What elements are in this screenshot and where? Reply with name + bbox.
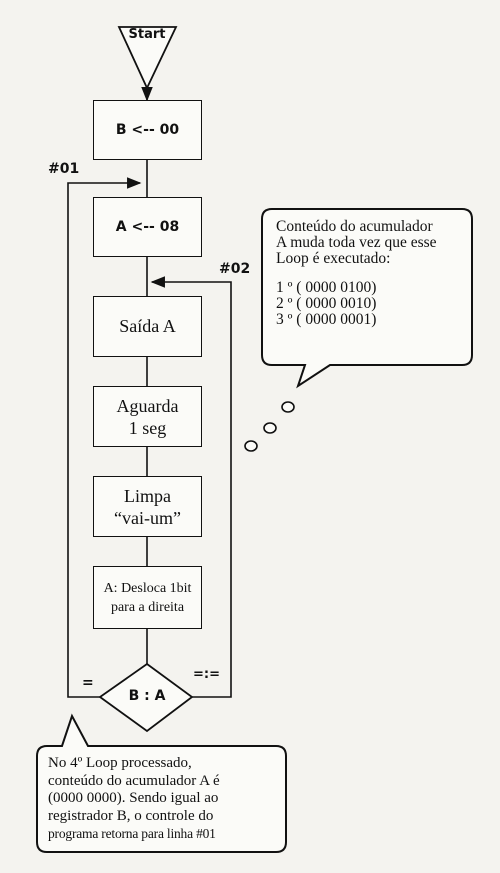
step-saida-a: Saída A	[93, 296, 202, 357]
step-desloca-text: A: Desloca 1bit para a direita	[103, 580, 192, 615]
start-terminal-shape	[117, 26, 178, 91]
callout-bottom-line: programa retorna para linha #01	[48, 826, 216, 841]
decision-label: B : A	[128, 688, 166, 704]
start-label: Start	[128, 27, 166, 42]
callout-top-bubble	[261, 208, 473, 389]
callout-top-line: 3 º ( 0000 0001)	[276, 311, 377, 328]
step-aguarda: Aguarda 1 seg	[93, 386, 202, 447]
step-a-init-text: A <-- 08	[115, 219, 180, 235]
decision-notequal-label: =:=	[193, 667, 220, 682]
step-aguarda-text: Aguarda 1 seg	[116, 395, 179, 438]
step-b-init: B <-- 00	[93, 100, 202, 160]
step-b-init-text: B <-- 00	[115, 122, 180, 138]
callout-top-line: 1 º ( 0000 0100)	[276, 279, 377, 296]
step-limpa: Limpa “vai-um”	[93, 476, 202, 537]
callout-bottom-line: conteúdo do acumulador A é	[48, 772, 220, 789]
step-a-init: A <-- 08	[93, 197, 202, 257]
callout-top-line: 2 º ( 0000 0010)	[276, 295, 377, 312]
callout-bottom-line: No 4º Loop processado,	[48, 755, 192, 771]
callout-bottom-line: (0000 0000). Sendo igual ao	[48, 790, 219, 806]
callout-bottom-text: No 4º Loop processado, conteúdo do acumu…	[48, 755, 280, 843]
thought-dots	[244, 401, 295, 452]
decision-diamond	[98, 662, 194, 733]
callout-top-line: Conteúdo do acumulador	[276, 218, 433, 235]
step-saida-a-text: Saída A	[119, 316, 176, 336]
callout-top-line: Loop é executado:	[276, 250, 391, 267]
decision-equal-label: =	[82, 675, 94, 691]
loop-02-label: #02	[219, 261, 251, 277]
step-desloca: A: Desloca 1bit para a direita	[93, 566, 202, 629]
loop-01-label: #01	[48, 161, 80, 177]
loop-01-line	[67, 177, 142, 698]
callout-top-line: A muda toda vez que esse	[276, 234, 437, 251]
step-limpa-text: Limpa “vai-um”	[114, 485, 181, 528]
callout-top-text: Conteúdo do acumulador A muda toda vez q…	[276, 219, 468, 328]
callout-bottom-bubble	[36, 713, 287, 853]
callout-bottom-line: registrador B, o controle do	[48, 807, 214, 824]
loop-02-line	[150, 276, 232, 698]
